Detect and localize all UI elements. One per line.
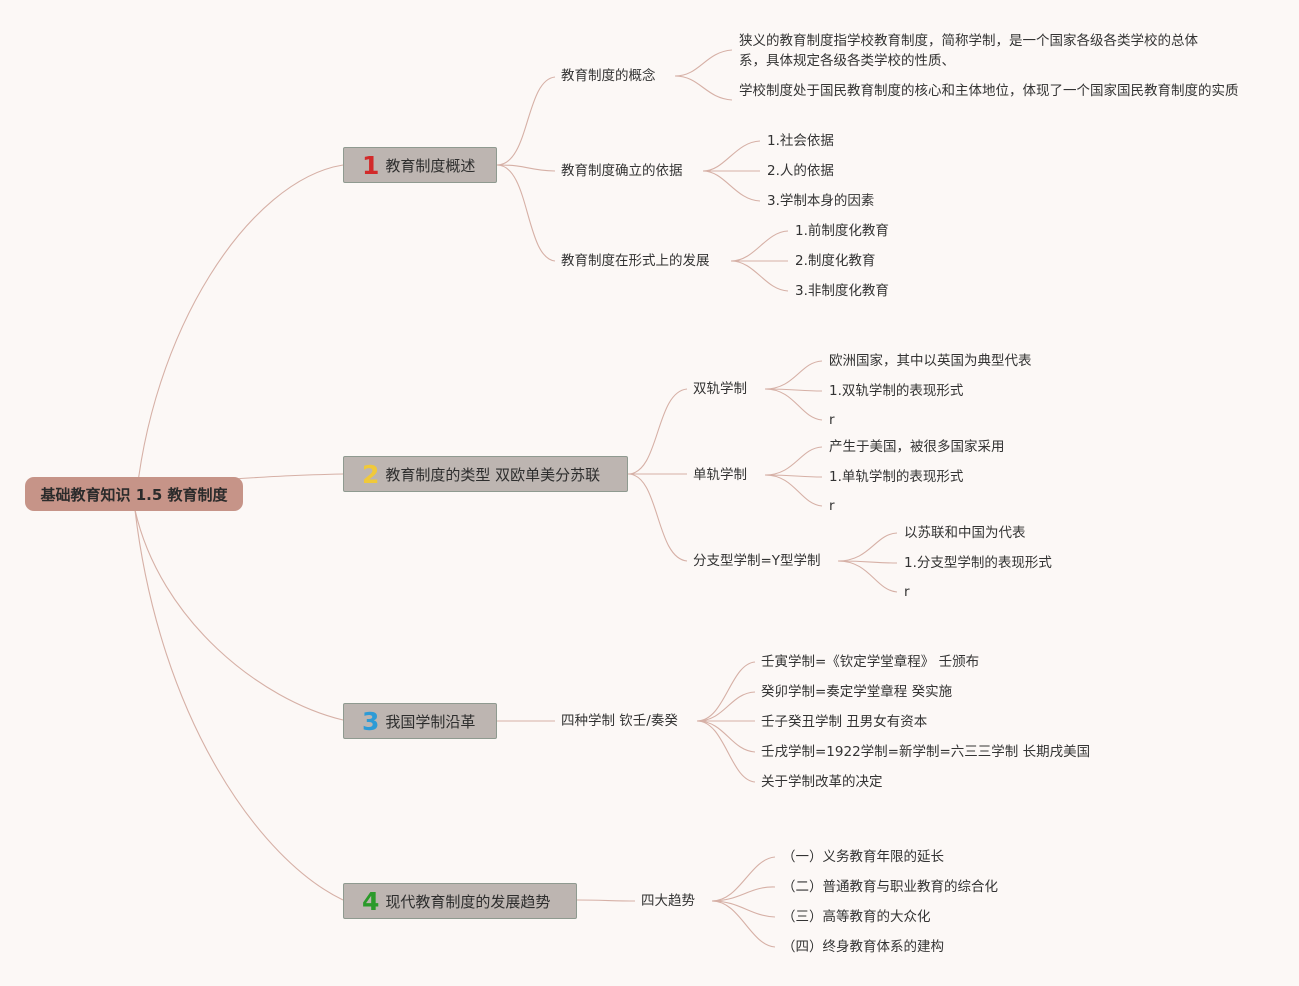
- main-node-label: 教育制度的类型 双欧单美分苏联: [385, 465, 601, 484]
- leaf-renxu[interactable]: 壬戌学制=1922学制=新学制=六三三学制 长期戌美国: [761, 744, 1091, 760]
- leaf-trend-2[interactable]: （二）普通教育与职业教育的综合化: [782, 879, 998, 895]
- main-node-history[interactable]: 3 我国学制沿革: [343, 703, 497, 739]
- leaf-dual-origin[interactable]: 欧洲国家，其中以英国为典型代表: [829, 353, 1032, 369]
- leaf-dual-form[interactable]: 1.双轨学制的表现形式: [829, 383, 964, 399]
- subnode-form-development[interactable]: 教育制度在形式上的发展: [561, 253, 710, 269]
- subnode-dual-track[interactable]: 双轨学制: [693, 381, 747, 397]
- leaf-dual-r[interactable]: r: [829, 412, 835, 428]
- root-title: 基础教育知识 1.5 教育制度: [40, 485, 228, 504]
- root-node[interactable]: 基础教育知识 1.5 教育制度: [25, 477, 243, 511]
- subnode-branch-track[interactable]: 分支型学制=Y型学制: [693, 553, 821, 569]
- leaf-trend-1[interactable]: （一）义务教育年限的延长: [782, 849, 944, 865]
- number-4-icon: 4: [362, 886, 380, 916]
- leaf-guimao[interactable]: 癸卯学制=奏定学堂章程 癸实施: [761, 684, 953, 700]
- main-node-label: 现代教育制度的发展趋势: [385, 892, 551, 911]
- subnode-four-systems[interactable]: 四种学制 钦壬/奏癸: [561, 713, 678, 729]
- number-3-icon: 3: [362, 706, 380, 736]
- leaf-concept-narrow[interactable]: 狭义的教育制度指学校教育制度，简称学制，是一个国家各级各类学校的总体系，具体规定…: [739, 33, 1198, 69]
- leaf-renzi-guichou[interactable]: 壬子癸丑学制 丑男女有资本: [761, 714, 928, 730]
- main-node-label: 教育制度概述: [385, 156, 476, 175]
- leaf-non-institutional[interactable]: 3.非制度化教育: [795, 283, 889, 299]
- leaf-institutional[interactable]: 2.制度化教育: [795, 253, 876, 269]
- leaf-basis-social[interactable]: 1.社会依据: [767, 133, 834, 149]
- subnode-four-trends[interactable]: 四大趋势: [641, 893, 695, 909]
- leaf-trend-3[interactable]: （三）高等教育的大众化: [782, 909, 931, 925]
- leaf-single-origin[interactable]: 产生于美国，被很多国家采用: [829, 439, 1005, 455]
- main-node-overview[interactable]: 1 教育制度概述: [343, 147, 497, 183]
- leaf-trend-4[interactable]: （四）终身教育体系的建构: [782, 939, 944, 955]
- number-1-icon: 1: [362, 150, 380, 180]
- number-2-icon: 2: [362, 459, 380, 489]
- leaf-branch-origin[interactable]: 以苏联和中国为代表: [904, 525, 1026, 541]
- subnode-basis[interactable]: 教育制度确立的依据: [561, 163, 683, 179]
- leaf-concept-core[interactable]: 学校制度处于国民教育制度的核心和主体地位，体现了一个国家国民教育制度的实质: [739, 83, 1239, 99]
- subnode-single-track[interactable]: 单轨学制: [693, 467, 747, 483]
- main-node-label: 我国学制沿革: [385, 712, 476, 731]
- leaf-branch-r[interactable]: r: [904, 584, 910, 600]
- main-node-trends[interactable]: 4 现代教育制度的发展趋势: [343, 883, 577, 919]
- leaf-basis-human[interactable]: 2.人的依据: [767, 163, 834, 179]
- leaf-renyin[interactable]: 壬寅学制=《钦定学堂章程》 壬颁布: [761, 654, 980, 670]
- subnode-concept[interactable]: 教育制度的概念: [561, 68, 656, 84]
- leaf-reform-decision[interactable]: 关于学制改革的决定: [761, 774, 883, 790]
- leaf-pre-institutional[interactable]: 1.前制度化教育: [795, 223, 889, 239]
- leaf-branch-form[interactable]: 1.分支型学制的表现形式: [904, 555, 1052, 571]
- leaf-single-r[interactable]: r: [829, 498, 835, 514]
- leaf-single-form[interactable]: 1.单轨学制的表现形式: [829, 469, 964, 485]
- leaf-basis-self[interactable]: 3.学制本身的因素: [767, 193, 875, 209]
- main-node-types[interactable]: 2 教育制度的类型 双欧单美分苏联: [343, 456, 628, 492]
